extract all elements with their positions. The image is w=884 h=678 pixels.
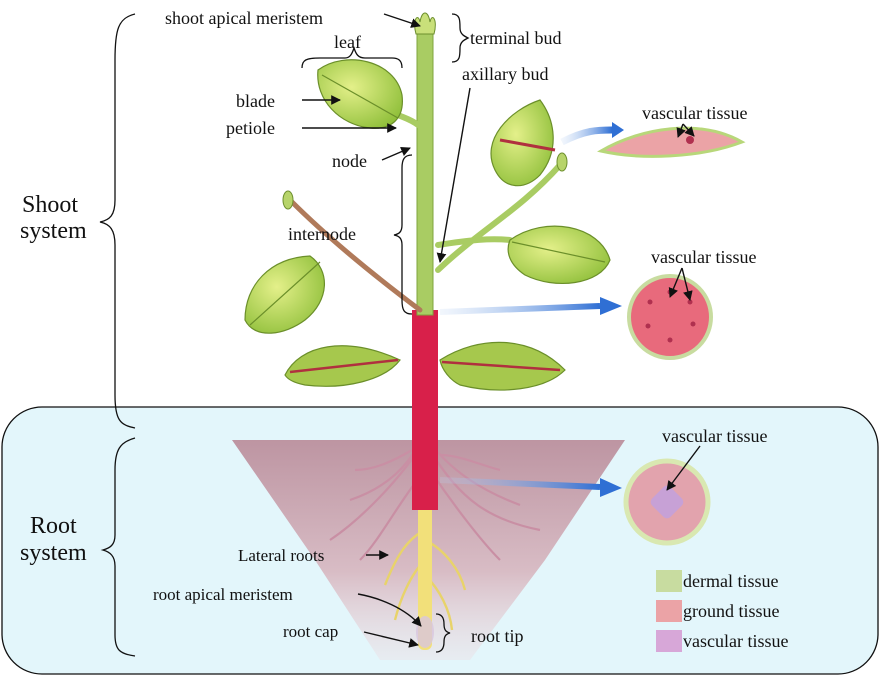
- stem-upper: [417, 30, 433, 315]
- shoot-system-brace: [100, 14, 135, 428]
- root-cap-label: root cap: [283, 622, 338, 641]
- stem-cross-section: [629, 276, 711, 358]
- axillary-bud-pointer: [440, 88, 470, 262]
- node-pointer: [382, 148, 410, 160]
- root-apical-meristem-label: root apical meristem: [153, 585, 293, 604]
- leaf-left-middle: [245, 256, 324, 333]
- axillary-bud-label: axillary bud: [462, 64, 548, 84]
- vascular-tissue-leaf-label: vascular tissue: [642, 103, 747, 123]
- leaf-right-middle: [508, 226, 610, 283]
- stem-lower: [412, 310, 438, 510]
- root-tip-label: root tip: [471, 626, 524, 646]
- shoot-apical-meristem-label: shoot apical meristem: [165, 8, 323, 28]
- arrow-to-stem-section: [440, 306, 600, 312]
- vascular-tissue-root-label: vascular tissue: [662, 426, 767, 446]
- leaf-vascular-dot: [686, 136, 694, 144]
- legend: dermal tissue ground tissue vascular tis…: [656, 570, 788, 652]
- root-system-label-line1: Root: [30, 513, 77, 539]
- terminal-bud-drawing: [415, 13, 436, 34]
- node-label: node: [332, 151, 367, 171]
- blade-label: blade: [236, 91, 275, 111]
- arrow-to-leaf-section-head: [612, 122, 624, 138]
- lateral-roots-label: Lateral roots: [238, 546, 324, 565]
- shoot-apical-meristem-pointer: [384, 14, 420, 26]
- legend-swatch-ground: [656, 600, 682, 622]
- root-cap-drawing: [416, 616, 434, 648]
- legend-swatch-vascular: [656, 630, 682, 652]
- leaf-label: leaf: [334, 32, 361, 52]
- vascular-tissue-stem-label: vascular tissue: [651, 247, 756, 267]
- legend-label-ground: ground tissue: [683, 601, 780, 621]
- terminal-bud-label: terminal bud: [470, 28, 561, 48]
- internode-label: internode: [288, 224, 356, 244]
- legend-label-vascular: vascular tissue: [683, 631, 788, 651]
- root-system-label-line2: system: [20, 540, 87, 566]
- arrow-to-leaf-section: [562, 130, 612, 142]
- legend-label-dermal: dermal tissue: [683, 571, 778, 591]
- shoot-system-label-line2: system: [20, 218, 87, 244]
- petiole-label: petiole: [226, 118, 275, 138]
- leaf-cross-section: [601, 128, 742, 156]
- legend-swatch-dermal: [656, 570, 682, 592]
- leaf-top-left: [318, 60, 403, 128]
- arrow-to-stem-section-head: [600, 297, 622, 315]
- terminal-bud-brace: [452, 14, 468, 62]
- shoot-system-label-line1: Shoot: [22, 192, 78, 218]
